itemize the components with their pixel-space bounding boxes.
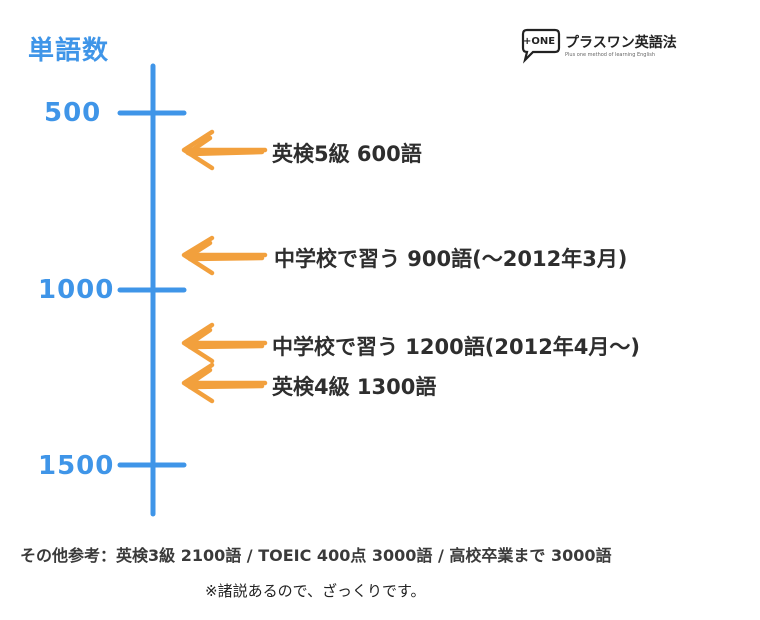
arrow-icon xyxy=(181,235,268,276)
disclaimer-note: ※諸説あるので、ざっくりです。 xyxy=(205,582,426,600)
plus-one-logo-icon: +ONE xyxy=(521,28,561,64)
svg-text:+ONE: +ONE xyxy=(523,36,555,47)
annotation-eiken5: 英検5級 600語 xyxy=(272,142,422,166)
brand-logo: +ONE プラスワン英語法 Plus one method of learnin… xyxy=(515,28,685,64)
annotation-junior-high-1200: 中学校で習う 1200語(2012年4月～) xyxy=(272,335,641,359)
tick-label-1000: 1000 xyxy=(38,275,115,305)
annotation-eiken4: 英検4級 1300語 xyxy=(272,375,437,399)
logo-subtext: Plus one method of learning English xyxy=(565,52,656,58)
arrow-icon xyxy=(181,362,268,404)
arrow-icon xyxy=(181,322,268,364)
chart-title: 単語数 xyxy=(28,36,110,66)
annotation-junior-high-900: 中学校で習う 900語(～2012年3月) xyxy=(274,247,628,271)
tick-label-500: 500 xyxy=(44,98,102,128)
logo-text: プラスワン英語法 xyxy=(565,35,677,51)
reference-footer: その他参考：英検3級 2100語 / TOEIC 400点 3000語 / 高校… xyxy=(20,546,612,565)
arrow-icon xyxy=(181,129,268,171)
tick-label-1500: 1500 xyxy=(38,451,115,481)
